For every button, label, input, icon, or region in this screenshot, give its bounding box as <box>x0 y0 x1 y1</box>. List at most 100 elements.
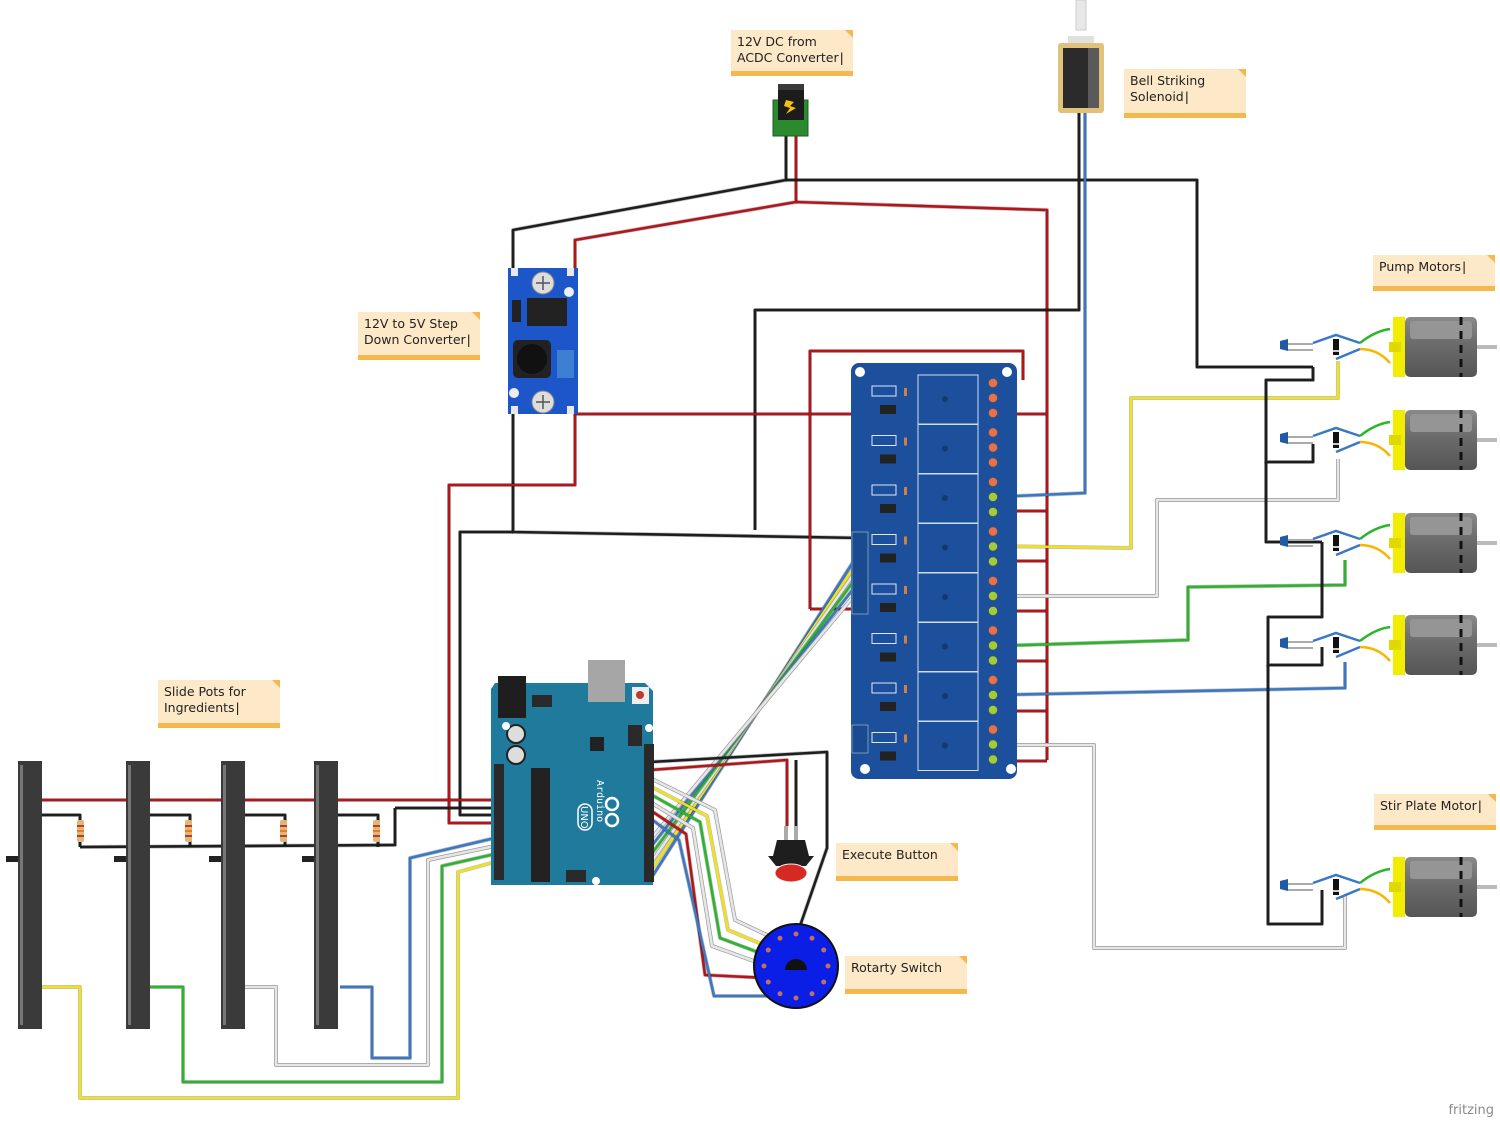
wire-black[interactable] <box>1264 367 1315 464</box>
wire-blue[interactable] <box>649 816 786 998</box>
relay-terminal <box>988 625 998 636</box>
wire-black[interactable] <box>786 178 1313 369</box>
wire-black[interactable] <box>150 813 192 847</box>
rotary-contact <box>761 963 767 969</box>
wire-red[interactable] <box>808 349 1025 609</box>
wire-blue[interactable] <box>992 662 1347 697</box>
note-pots: Slide Pots for Ingredients <box>158 680 280 728</box>
note-solenoid: Bell Striking Solenoid <box>1124 69 1246 118</box>
wire-white[interactable] <box>649 800 763 966</box>
dc-jack[interactable] <box>772 84 809 137</box>
rotary-contact <box>765 979 771 985</box>
fritzing-watermark: fritzing <box>1448 1103 1494 1118</box>
dc-motor[interactable] <box>1280 513 1497 573</box>
relay-terminal <box>988 724 998 735</box>
wire-white[interactable] <box>245 844 496 1067</box>
relay-terminal <box>988 492 998 502</box>
wire-white[interactable] <box>993 743 1347 950</box>
note-text: 12V DC from ACDC Converter <box>737 34 844 65</box>
wire-black[interactable] <box>245 813 287 847</box>
slide-pot[interactable] <box>114 761 192 1029</box>
rotary-contact <box>821 979 827 985</box>
relay-channel <box>917 473 979 524</box>
diode <box>1333 879 1339 895</box>
buck-converter[interactable] <box>508 268 578 414</box>
wire-white[interactable] <box>649 776 787 946</box>
wire-black[interactable] <box>458 530 513 817</box>
relay-terminal <box>988 408 998 418</box>
relay-terminal <box>988 739 998 750</box>
wire-red[interactable] <box>447 414 577 825</box>
wire-yellow[interactable] <box>40 860 496 1100</box>
relay-terminal <box>988 541 998 552</box>
capacitor <box>1280 432 1288 444</box>
slide-pot[interactable] <box>302 761 380 1029</box>
wire-green[interactable] <box>150 852 496 1084</box>
wire-black[interactable] <box>40 813 82 847</box>
note-text: 12V to 5V Step Down Converter <box>364 316 471 347</box>
relay-module[interactable] <box>851 363 1017 779</box>
relay-channel <box>917 622 979 672</box>
relay-terminal <box>988 754 998 765</box>
wire-black[interactable] <box>79 808 397 849</box>
wire-blue[interactable] <box>340 836 496 1060</box>
dc-motor[interactable] <box>1280 857 1497 917</box>
wire-black[interactable] <box>1266 665 1324 926</box>
slide-pot[interactable] <box>6 761 84 1029</box>
wire-red[interactable] <box>649 808 769 980</box>
wire-black[interactable] <box>338 813 380 847</box>
wire-green[interactable] <box>649 792 769 958</box>
note-dc-jack: 12V DC from ACDC Converter <box>731 30 853 76</box>
rotary-contact <box>809 991 815 997</box>
dc-motor[interactable] <box>1280 615 1497 675</box>
capacitor <box>1280 535 1288 547</box>
wire-yellow[interactable] <box>992 361 1340 550</box>
relay-terminal <box>988 507 998 517</box>
dc-motor[interactable] <box>1280 317 1497 377</box>
wire-yellow[interactable] <box>649 784 777 952</box>
wire-red[interactable] <box>573 136 798 270</box>
dc-motor[interactable] <box>1280 410 1497 470</box>
wire-white[interactable] <box>649 597 853 841</box>
relay-channel <box>917 523 979 573</box>
solenoid[interactable] <box>1058 0 1104 113</box>
wire-black[interactable] <box>753 113 1081 530</box>
arduino-brand: Arduino <box>594 780 605 822</box>
relay-channel <box>917 424 979 474</box>
lightning-icon <box>784 100 796 114</box>
slide-pot[interactable] <box>209 761 287 1029</box>
wire-black[interactable] <box>1266 542 1324 667</box>
wire-black[interactable] <box>1264 462 1322 544</box>
diode <box>1333 637 1339 653</box>
rotary-contact <box>777 991 783 997</box>
capacitor <box>1280 637 1288 649</box>
arduino-model: UNO <box>578 806 589 829</box>
wire-black[interactable] <box>649 750 829 927</box>
rotary-contact <box>809 935 815 941</box>
wire-red[interactable] <box>649 758 789 826</box>
arduino-uno[interactable]: Arduino UNO <box>491 660 654 885</box>
wire-blue[interactable] <box>992 113 1087 499</box>
diode <box>1333 535 1339 551</box>
relay-terminal <box>988 640 998 651</box>
relay-terminal <box>988 690 998 700</box>
note-stir: Stir Plate Motor <box>1374 794 1496 830</box>
rotary-contact <box>793 931 799 937</box>
note-text: Bell Striking Solenoid <box>1130 73 1205 104</box>
wire-black[interactable] <box>511 136 788 270</box>
wire-red[interactable] <box>795 200 1049 760</box>
relay-terminal <box>988 427 998 438</box>
wire-white[interactable] <box>993 459 1340 598</box>
relay-terminal <box>988 526 998 537</box>
relay-terminal <box>988 655 998 666</box>
relay-channel <box>917 374 979 425</box>
note-text: Slide Pots for Ingredients <box>164 684 246 715</box>
rotary-contact <box>821 947 827 953</box>
note-text: Rotarty Switch <box>851 960 943 975</box>
wire-green[interactable] <box>992 560 1347 648</box>
execute-button[interactable] <box>768 826 814 883</box>
relay-channel <box>917 572 979 623</box>
relay-terminal <box>988 442 998 453</box>
rotary-switch[interactable] <box>753 923 839 1009</box>
